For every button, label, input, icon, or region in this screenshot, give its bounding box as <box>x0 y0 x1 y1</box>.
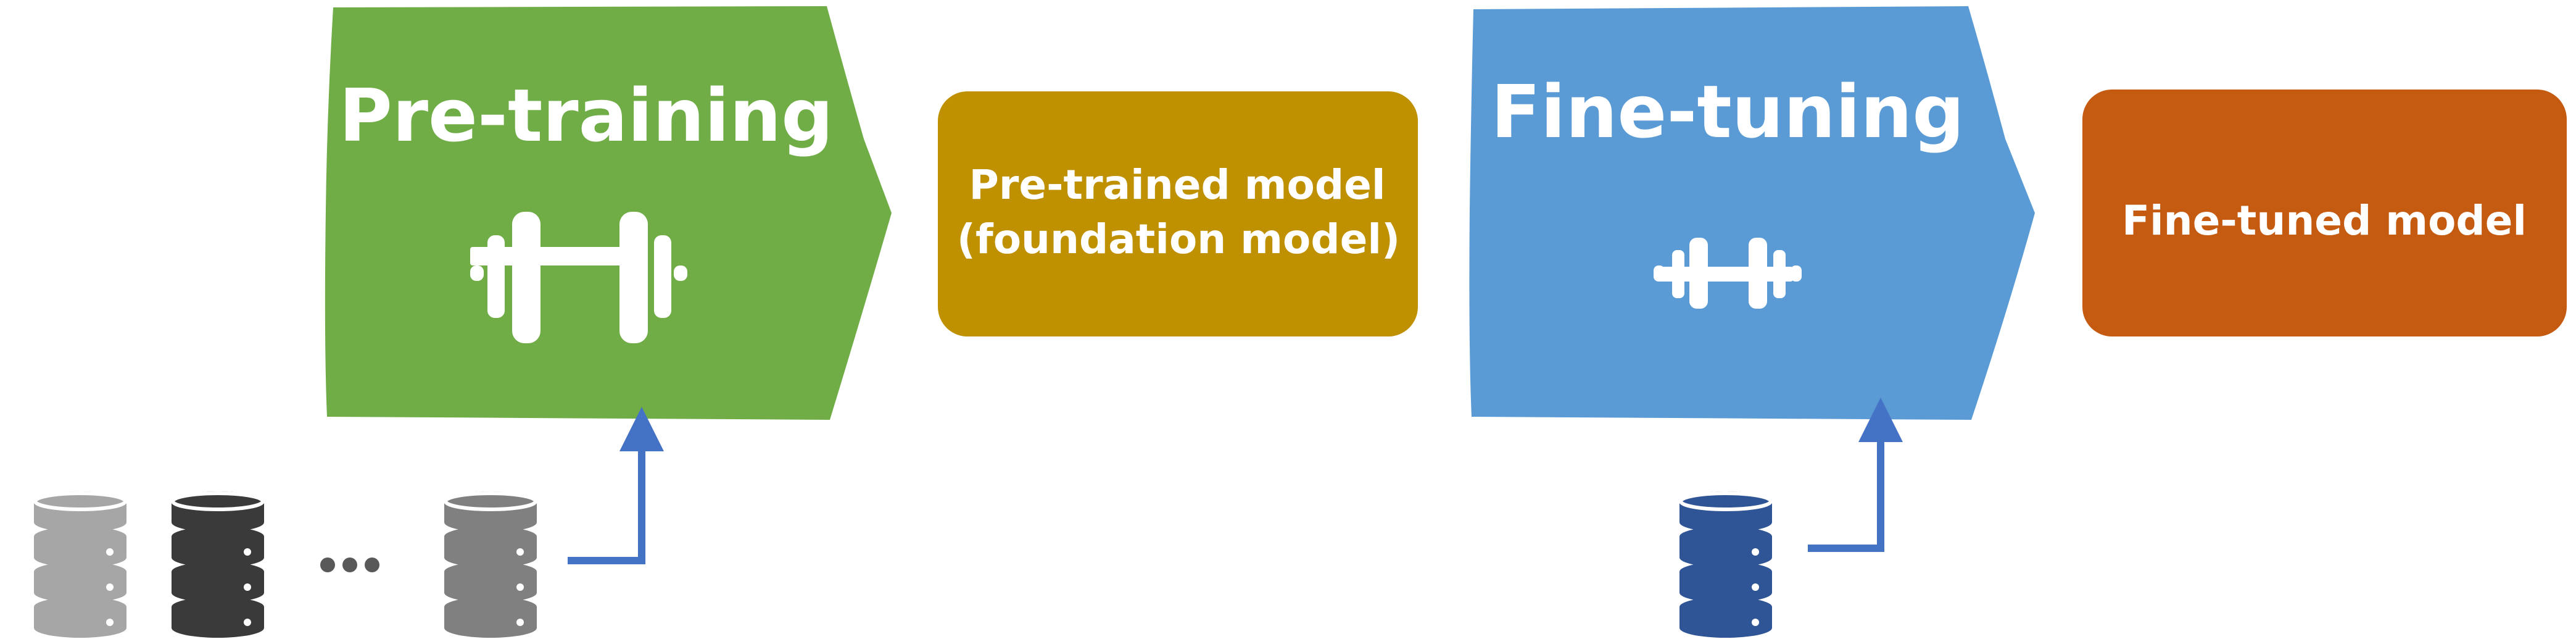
pretrained-model-shape <box>938 91 1418 336</box>
finetuning-shape <box>1469 6 2035 420</box>
dumbbell-icon <box>1654 238 1802 309</box>
pretrained-model-label-line1: Pre-trained model <box>969 161 1385 209</box>
database-icon <box>444 491 537 638</box>
pretraining-datasets <box>33 491 537 638</box>
pretraining-shape <box>325 6 892 420</box>
finetuned-model-label: Fine-tuned model <box>2122 197 2527 244</box>
ellipsis-icon <box>320 558 379 572</box>
pretraining-stage: Pre-training <box>325 6 892 420</box>
finetuning-stage: Fine-tuning <box>1469 6 2035 420</box>
finetuning-data-connector <box>1808 398 1903 552</box>
pretraining-data-connector <box>568 407 664 564</box>
finetuned-model-shape <box>2082 90 2567 336</box>
database-icon <box>1679 491 1773 638</box>
pretraining-title: Pre-training <box>339 73 833 158</box>
pretrained-model-label-line2: (foundation model) <box>957 215 1400 263</box>
pretrained-model-box: Pre-trained model (foundation model) <box>938 91 1418 336</box>
finetuning-dataset <box>1679 491 1773 638</box>
database-icon <box>171 491 265 638</box>
finetuned-model-box: Fine-tuned model <box>2082 90 2567 336</box>
database-icon <box>33 491 127 638</box>
finetuning-title: Fine-tuning <box>1491 69 1964 154</box>
dumbbell-icon <box>470 212 687 343</box>
